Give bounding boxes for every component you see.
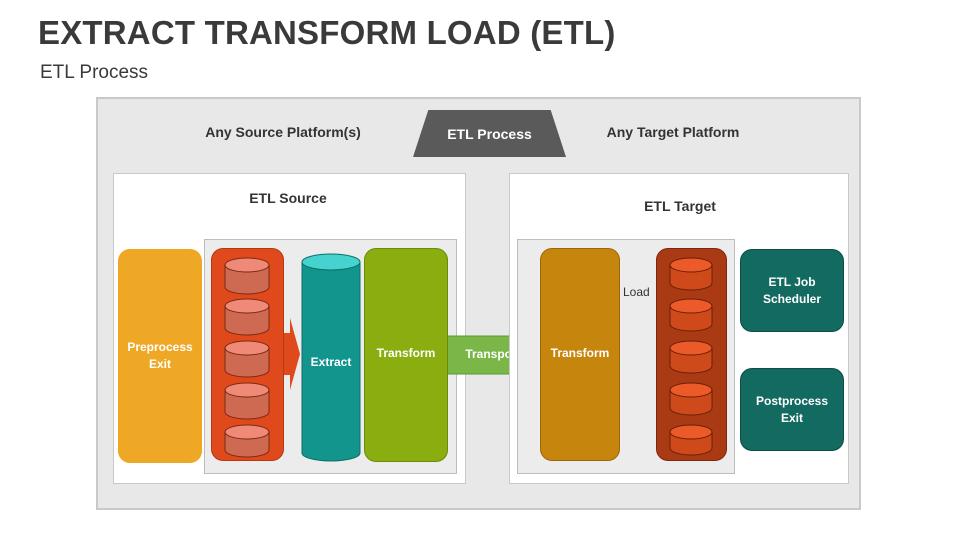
source-transform-label: Transform bbox=[376, 346, 436, 360]
source-db-cylinder-1 bbox=[224, 257, 270, 295]
target-db-cylinder-5 bbox=[669, 424, 713, 456]
preprocess-exit-label: Preprocess Exit bbox=[127, 340, 193, 371]
target-platform-label: Any Target Platform bbox=[606, 124, 740, 140]
target-transform-label: Transform bbox=[550, 346, 610, 360]
preprocess-exit-box: Preprocess Exit bbox=[118, 249, 202, 463]
target-transform-box: Transform bbox=[540, 248, 620, 461]
etl-target-title: ETL Target bbox=[644, 198, 716, 214]
target-db-cylinder-3 bbox=[669, 340, 713, 374]
target-db-cylinder-1 bbox=[669, 257, 713, 291]
source-to-extract-arrow bbox=[284, 318, 300, 390]
postprocess-exit-box: Postprocess Exit bbox=[740, 368, 844, 451]
source-platform-label: Any Source Platform(s) bbox=[205, 124, 361, 140]
etl-process-tab: ETL Process bbox=[413, 110, 566, 157]
extract-label: Extract bbox=[310, 354, 352, 369]
transport-label-box: Transport bbox=[456, 344, 530, 364]
etl-job-scheduler-box: ETL Job Scheduler bbox=[740, 249, 844, 332]
postprocess-exit-label: Postprocess Exit bbox=[755, 393, 829, 425]
etl-source-title: ETL Source bbox=[249, 190, 327, 206]
source-transform-box: Transform bbox=[364, 248, 448, 462]
target-db-cylinder-4 bbox=[669, 382, 713, 416]
etl-job-scheduler-label: ETL Job Scheduler bbox=[762, 274, 822, 306]
source-db-cylinder-3 bbox=[224, 340, 270, 378]
source-db-cylinder-5 bbox=[224, 424, 270, 458]
page-subtitle: ETL Process bbox=[40, 62, 149, 83]
transport-label: Transport bbox=[465, 346, 521, 361]
source-db-cylinder-4 bbox=[224, 382, 270, 420]
target-db-cylinder-2 bbox=[669, 298, 713, 332]
page-title: EXTRACT TRANSFORM LOAD (ETL) bbox=[38, 14, 616, 51]
extract-label-box: Extract bbox=[302, 340, 360, 384]
load-label: Load bbox=[623, 285, 650, 299]
source-db-cylinder-2 bbox=[224, 298, 270, 336]
extract-cylinder bbox=[301, 253, 361, 462]
